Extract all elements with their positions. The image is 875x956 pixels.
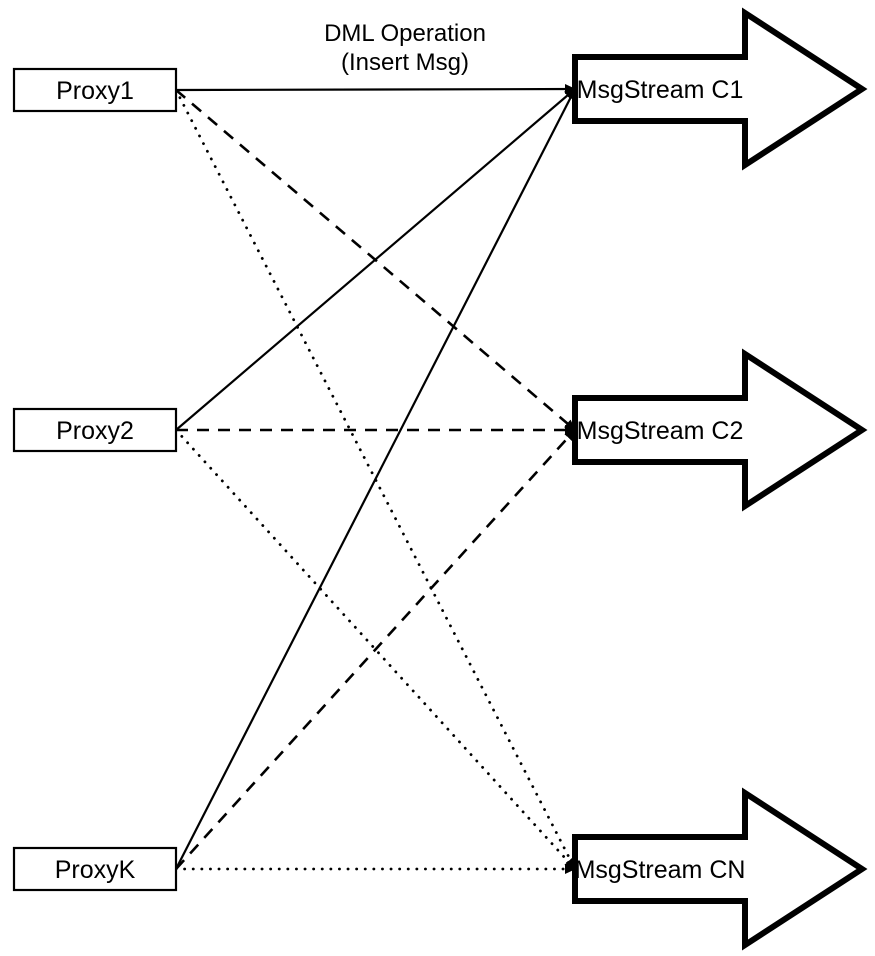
edge-label-line1: DML Operation: [324, 20, 486, 47]
proxy-box[interactable]: [12, 67, 178, 113]
proxy-label: Proxy1: [56, 77, 134, 105]
block-arrow-icon: [572, 7, 868, 171]
edge-proxy2-to-msgstream-c1: [175, 88, 576, 431]
edge-proxy1-to-msgstream-c1: [175, 83, 576, 95]
edge-label-line2: (Insert Msg): [341, 49, 469, 76]
block-arrow-icon: [572, 348, 868, 512]
stream-node-msgstream-cn[interactable]: MsgStream CN: [572, 787, 868, 951]
stream-node-msgstream-c2[interactable]: MsgStream C2: [572, 348, 868, 512]
stream-label: MsgStream C1: [577, 76, 744, 104]
stream-node-msgstream-c1[interactable]: MsgStream C1: [572, 7, 868, 171]
stream-label: MsgStream C2: [577, 417, 744, 445]
proxy-box[interactable]: [12, 407, 178, 453]
proxy-label: Proxy2: [56, 417, 134, 445]
proxy-label: ProxyK: [55, 856, 136, 884]
proxy-box[interactable]: [12, 846, 178, 892]
stream-label: MsgStream CN: [575, 856, 746, 884]
edges-layer: [174, 83, 577, 875]
proxy-node-proxyk[interactable]: ProxyK: [12, 846, 178, 892]
edge-label-dml-operation: DML Operation (Insert Msg): [324, 20, 486, 76]
proxy-node-proxy2[interactable]: Proxy2: [12, 407, 178, 453]
proxy-node-proxy1[interactable]: Proxy1: [12, 67, 178, 113]
block-arrow-icon: [572, 787, 868, 951]
edge-proxyk-to-msgstream-c2: [175, 429, 576, 870]
edge-proxyk-to-msgstream-c1: [175, 88, 576, 870]
